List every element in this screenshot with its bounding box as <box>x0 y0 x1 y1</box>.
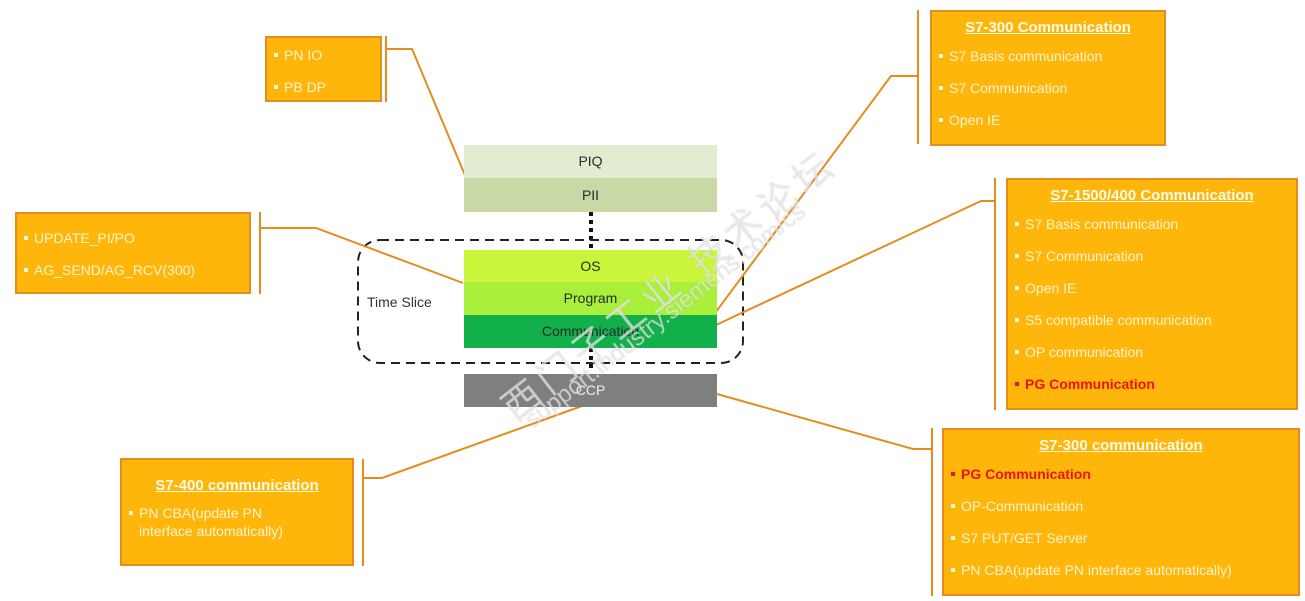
box-s7-400: S7-400 communication PN CBA(update PN in… <box>120 458 354 566</box>
layer-ccp-label: CCP <box>575 382 606 398</box>
box-s7-300-top: S7-300 Communication S7 Basis communicat… <box>930 10 1166 146</box>
list-item: OP-Communication <box>950 490 1292 522</box>
layer-program: Program <box>464 282 717 315</box>
box-s7-300-bottom: S7-300 communication PG Communication OP… <box>942 428 1300 596</box>
layer-piq-label: PIQ <box>578 153 603 169</box>
list-item: Open IE <box>1014 272 1290 304</box>
list-item: S7 Communication <box>938 72 1158 104</box>
layer-communication: Communication <box>464 315 717 348</box>
layer-os-label: OS <box>580 258 601 274</box>
list-item: S7 Basis communication <box>1014 208 1290 240</box>
layer-pii-label: PII <box>581 187 600 203</box>
list-item: PN CBA(update PN interface automatically… <box>950 554 1292 586</box>
list-item: PN CBA(update PN interface automatically… <box>128 498 319 540</box>
list-item-highlighted: PG Communication <box>1014 368 1290 400</box>
list-item: S7 Basis communication <box>938 40 1158 72</box>
connector-s7-400 <box>362 405 583 566</box>
connector-update <box>259 212 464 294</box>
box-pn-pb: PN IO PB DP <box>265 36 382 102</box>
list-item: AG_SEND/AG_RCV(300) <box>23 254 243 286</box>
box-s7-1500-400: S7-1500/400 Communication S7 Basis commu… <box>1006 178 1298 410</box>
layer-pii: PII <box>464 178 717 212</box>
list-item: PN IO <box>273 39 374 71</box>
time-slice-label: Time Slice <box>367 294 432 310</box>
connector-s7-300-top <box>700 10 919 333</box>
layer-ccp: CCP <box>464 374 717 407</box>
list-item-highlighted: PG Communication <box>950 458 1292 490</box>
box-update: UPDATE_PI/PO AG_SEND/AG_RCV(300) <box>15 212 251 294</box>
box-title: S7-300 communication <box>1039 437 1203 454</box>
box-title: S7-1500/400 Communication <box>1050 187 1254 204</box>
list-item: OP communication <box>1014 336 1290 368</box>
connector-pn-pb <box>385 36 468 181</box>
box-title: S7-400 communication <box>155 477 319 494</box>
connector-s7-1500 <box>700 178 996 410</box>
layer-os: OS <box>464 250 717 282</box>
list-item: Open IE <box>938 104 1158 136</box>
layer-piq: PIQ <box>464 145 717 178</box>
list-item: PB DP <box>273 71 374 103</box>
box-title: S7-300 Communication <box>965 19 1131 36</box>
list-item: S5 compatible communication <box>1014 304 1290 336</box>
layer-communication-label: Communication <box>541 323 640 339</box>
list-item: S7 PUT/GET Server <box>950 522 1292 554</box>
list-item: S7 Communication <box>1014 240 1290 272</box>
list-item: UPDATE_PI/PO <box>23 222 243 254</box>
layer-program-label: Program <box>563 290 618 306</box>
connector-s7-300-bottom <box>716 393 933 596</box>
